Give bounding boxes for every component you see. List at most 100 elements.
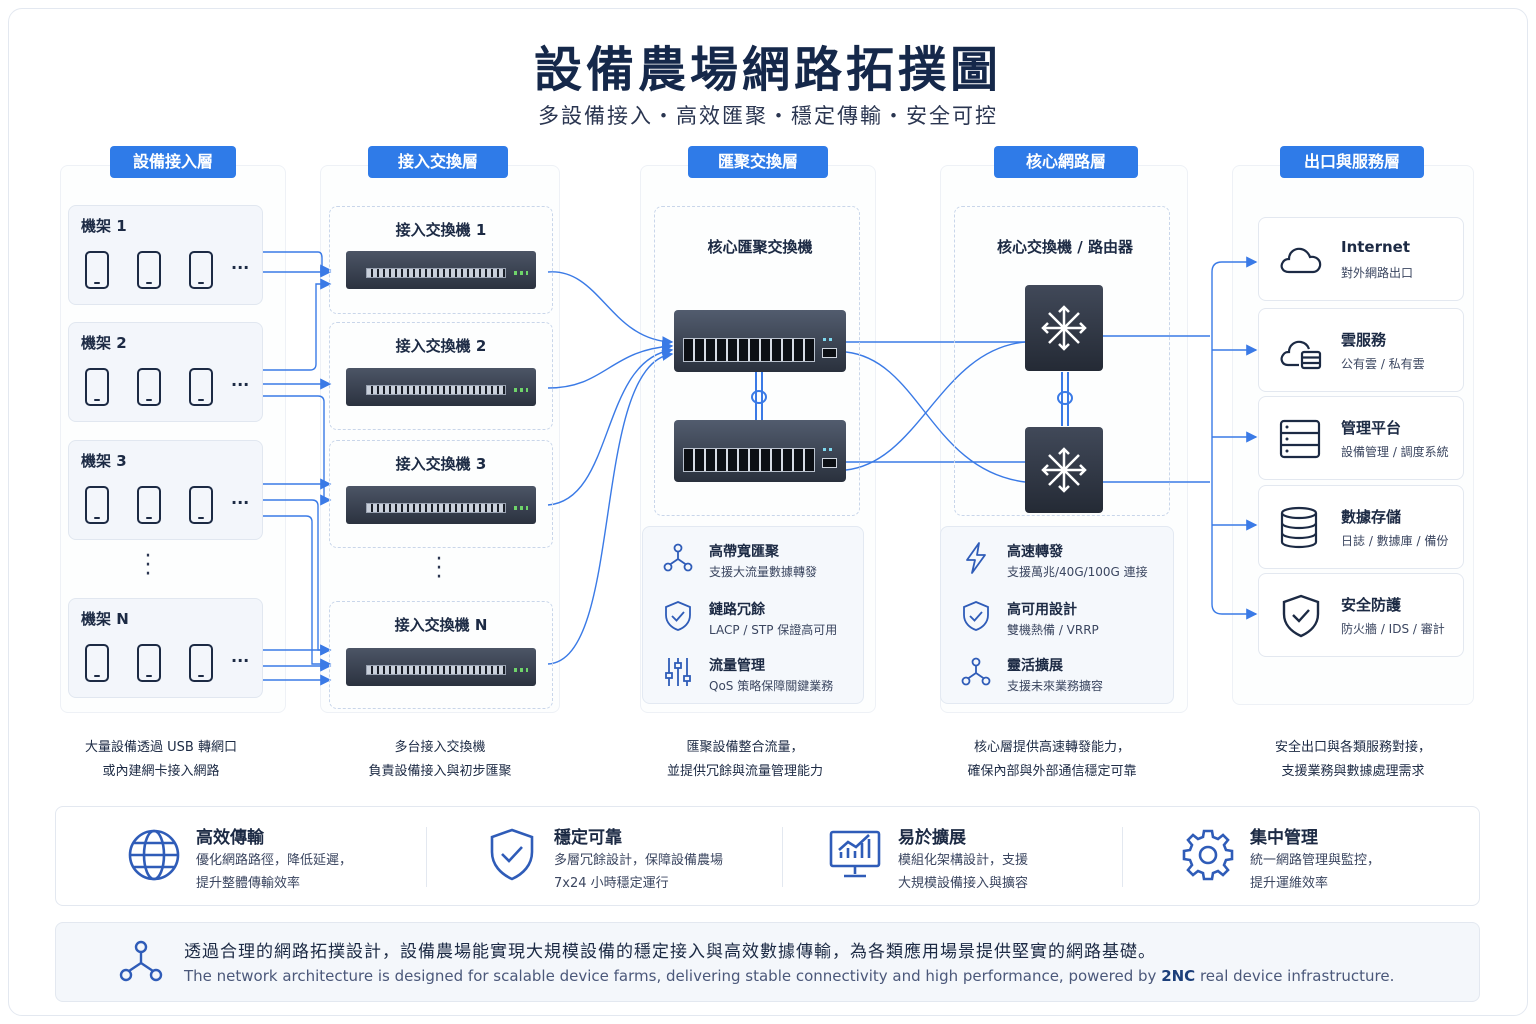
footer-en-before: The network architecture is designed for… — [184, 967, 1162, 985]
aggregation-features: 高帶寬匯聚 支援大流量數據轉發 鏈路冗餘 LACP / STP 保證高可用 流量… — [642, 526, 864, 704]
rack-label: 機架 2 — [81, 334, 127, 352]
service-desc: 設備管理 / 調度系統 — [1341, 445, 1449, 459]
monitor-chart-icon — [829, 830, 881, 878]
lightning-icon — [966, 542, 986, 574]
benefit-desc: 多層冗餘設計，保障設備農場 7x24 小時穩定運行 — [554, 849, 723, 895]
rack-1: 機架 1 ··· — [68, 205, 263, 305]
benefit-desc: 優化網路路徑，降低延遲，提升整體傳輸效率 — [196, 849, 352, 895]
feature-title: 高速轉發 — [1007, 544, 1063, 560]
service-desc: 日誌 / 數據庫 / 備份 — [1341, 534, 1449, 548]
caption-line: 負責設備接入與初步匯聚 — [368, 764, 512, 779]
feature-item: 高帶寬匯聚 支援大流量數據轉發 — [643, 541, 863, 595]
link-rack-access — [263, 499, 332, 656]
rack-3: 機架 3 ··· — [68, 440, 263, 540]
access-switch-label: 接入交換機 3 — [395, 455, 487, 473]
phone-icon — [189, 368, 213, 406]
access-switch-n: 接入交換機 N — [329, 601, 553, 709]
phone-icon — [85, 251, 109, 289]
feature-desc: LACP / STP 保證高可用 — [709, 623, 838, 637]
phone-icon — [137, 251, 161, 289]
feature-desc: QoS 策略保障關鍵業務 — [709, 679, 834, 693]
link-rack-access — [263, 278, 332, 371]
feature-item: 靈活擴展 支援未來業務擴容 — [941, 655, 1173, 709]
shield-check-icon — [1282, 594, 1320, 638]
link-core-services — [1211, 272, 1258, 620]
sliders-icon — [665, 658, 691, 686]
benefits-panel: 高效傳輸 優化網路路徑，降低延遲，提升整體傳輸效率 穩定可靠 多層冗餘設計，保障… — [55, 806, 1480, 906]
core-title: 核心交換機 / 路由器 — [997, 238, 1133, 256]
switch-icon — [346, 648, 536, 686]
service-title: 安全防護 — [1341, 596, 1402, 614]
brand-name: 2NC — [1161, 967, 1196, 985]
phone-icon — [189, 486, 213, 524]
phone-icon — [189, 251, 213, 289]
rack-more-dots: ··· — [231, 375, 250, 394]
benefit-title: 高效傳輸 — [196, 828, 264, 848]
core-router-icon — [1025, 427, 1103, 513]
stack-link-core — [1061, 372, 1069, 426]
switch-icon — [346, 486, 536, 524]
layer-label-core: 核心網路層 — [994, 146, 1138, 178]
feature-item: 高速轉發 支援萬兆/40G/100G 連接 — [941, 541, 1173, 595]
benefit-item: 集中管理 統一網路管理與監控，提升運維效率 — [1180, 807, 1470, 907]
benefit-line: 7x24 小時穩定運行 — [554, 876, 669, 891]
page-title: 設備農場網路拓撲圖 — [533, 42, 1002, 98]
access-switch-label: 接入交換機 2 — [395, 337, 487, 355]
aggregation-switch-icon — [674, 310, 846, 372]
globe-icon — [128, 829, 180, 881]
topology-icon — [663, 543, 693, 572]
caption-egress-layer: 安全出口與各類服務對接， 支援業務與數據處理需求 — [1222, 736, 1484, 784]
access-switch-1: 接入交換機 1 — [329, 206, 553, 314]
service-storage: 數據存儲 日誌 / 數據庫 / 備份 — [1258, 485, 1464, 569]
feature-item: 高可用設計 雙機熱備 / VRRP — [941, 599, 1173, 653]
caption-device-layer: 大量設備透過 USB 轉網口 或內建網卡接入網路 — [40, 736, 282, 784]
page-frame — [8, 8, 1528, 1016]
switch-icon — [346, 251, 536, 289]
layer-label-access: 接入交換層 — [368, 146, 508, 178]
link-aggregation-core — [845, 341, 1026, 471]
rack-label: 機架 N — [81, 610, 129, 628]
benefit-line: 多層冗餘設計，保障設備農場 — [554, 853, 724, 868]
phone-icon — [85, 644, 109, 682]
caption-line: 支援業務與數據處理需求 — [1281, 764, 1425, 779]
service-title: 數據存儲 — [1341, 508, 1402, 526]
shield-check-icon — [963, 601, 989, 631]
phone-icon — [85, 368, 109, 406]
caption-line: 安全出口與各類服務對接， — [1274, 740, 1431, 755]
benefit-line: 提升運維效率 — [1250, 876, 1329, 891]
caption-line: 匯聚設備整合流量， — [686, 740, 804, 755]
caption-line: 確保內部與外部通信穩定可靠 — [967, 764, 1137, 779]
feature-item: 鏈路冗餘 LACP / STP 保證高可用 — [643, 599, 863, 653]
footer-summary: 透過合理的網路拓撲設計，設備農場能實現大規模設備的穩定接入與高效數據傳輸，為各類… — [55, 922, 1480, 1002]
feature-item: 流量管理 QoS 策略保障關鍵業務 — [643, 655, 863, 709]
link-access-aggregation — [547, 341, 674, 389]
benefit-title: 集中管理 — [1250, 828, 1318, 848]
vertical-ellipsis-icon: ··· — [435, 547, 443, 590]
cloud-icon — [1280, 247, 1322, 274]
vertical-ellipsis-icon: ··· — [144, 544, 152, 587]
benefit-title: 易於擴展 — [898, 828, 966, 848]
shield-check-icon — [665, 601, 691, 631]
footer-en-after: real device infrastructure. — [1195, 967, 1395, 985]
link-access-aggregation — [547, 345, 674, 506]
caption-aggregation-layer: 匯聚設備整合流量， 並提供冗餘與流量管理能力 — [620, 736, 870, 784]
layer-label-egress: 出口與服務層 — [1280, 146, 1424, 178]
service-desc: 防火牆 / IDS / 審計 — [1341, 622, 1445, 636]
feature-title: 流量管理 — [709, 658, 765, 674]
topology-icon — [961, 657, 991, 686]
feature-desc: 雙機熱備 / VRRP — [1007, 623, 1099, 637]
benefit-line: 大規模設備接入與擴容 — [898, 876, 1029, 891]
cloud-server-icon — [1280, 340, 1322, 370]
feature-title: 高可用設計 — [1007, 602, 1077, 618]
service-security: 安全防護 防火牆 / IDS / 審計 — [1258, 573, 1464, 657]
server-rack-icon — [1279, 419, 1321, 459]
access-switch-3: 接入交換機 3 — [329, 440, 553, 548]
core-box — [954, 206, 1170, 516]
benefit-item: 易於擴展 模組化架構設計，支援大規模設備接入與擴容 — [828, 807, 1128, 907]
layer-label-device: 設備接入層 — [110, 146, 236, 178]
benefit-line: 提升整體傳輸效率 — [196, 876, 301, 891]
feature-desc: 支援大流量數據轉發 — [709, 565, 818, 579]
phone-icon — [85, 486, 109, 524]
